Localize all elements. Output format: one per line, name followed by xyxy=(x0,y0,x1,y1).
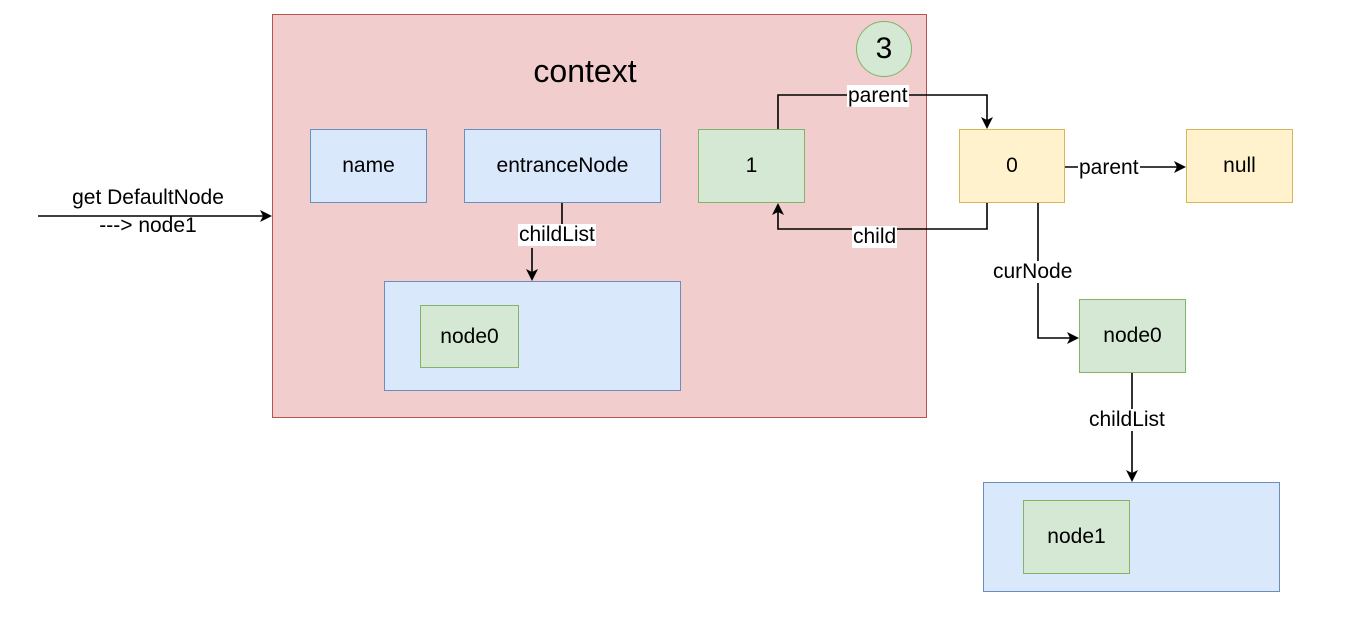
outer-node1-box: node1 xyxy=(1023,500,1130,574)
null-box: null xyxy=(1186,129,1293,203)
parent-label-right: parent xyxy=(1078,156,1140,179)
step-number: 3 xyxy=(875,32,893,65)
entry-label-line2: ---> node1 xyxy=(99,214,197,237)
null-label: null xyxy=(1223,154,1256,177)
parent-label-top: parent xyxy=(847,84,909,107)
curnode-arrow xyxy=(1037,203,1079,344)
step-badge: 3 xyxy=(856,21,912,77)
entry-label-line1: get DefaultNode xyxy=(72,186,224,209)
outer-node1-label: node1 xyxy=(1047,525,1106,548)
inner-node0-label: node0 xyxy=(440,324,499,348)
child-label: child xyxy=(852,225,898,248)
node-one-label: 1 xyxy=(745,154,758,177)
cur-node0-label: node0 xyxy=(1103,324,1162,347)
name-box: name xyxy=(310,129,427,203)
node-zero-box: 0 xyxy=(959,129,1065,203)
inner-node0-box: node0 xyxy=(420,305,519,368)
entrance-node-label: entranceNode xyxy=(496,154,629,177)
context-title: context xyxy=(533,53,637,89)
name-label: name xyxy=(342,154,395,177)
node-zero-label: 0 xyxy=(1006,154,1018,177)
outer-childlist-label: childList xyxy=(1088,408,1166,431)
node-one-box: 1 xyxy=(698,129,805,203)
entrance-node-box: entranceNode xyxy=(464,129,661,203)
curnode-label: curNode xyxy=(992,260,1074,283)
cur-node0-box: node0 xyxy=(1079,299,1186,373)
entrance-childlist-label: childList xyxy=(518,223,596,246)
entrance-childlist-arrow xyxy=(532,203,563,279)
